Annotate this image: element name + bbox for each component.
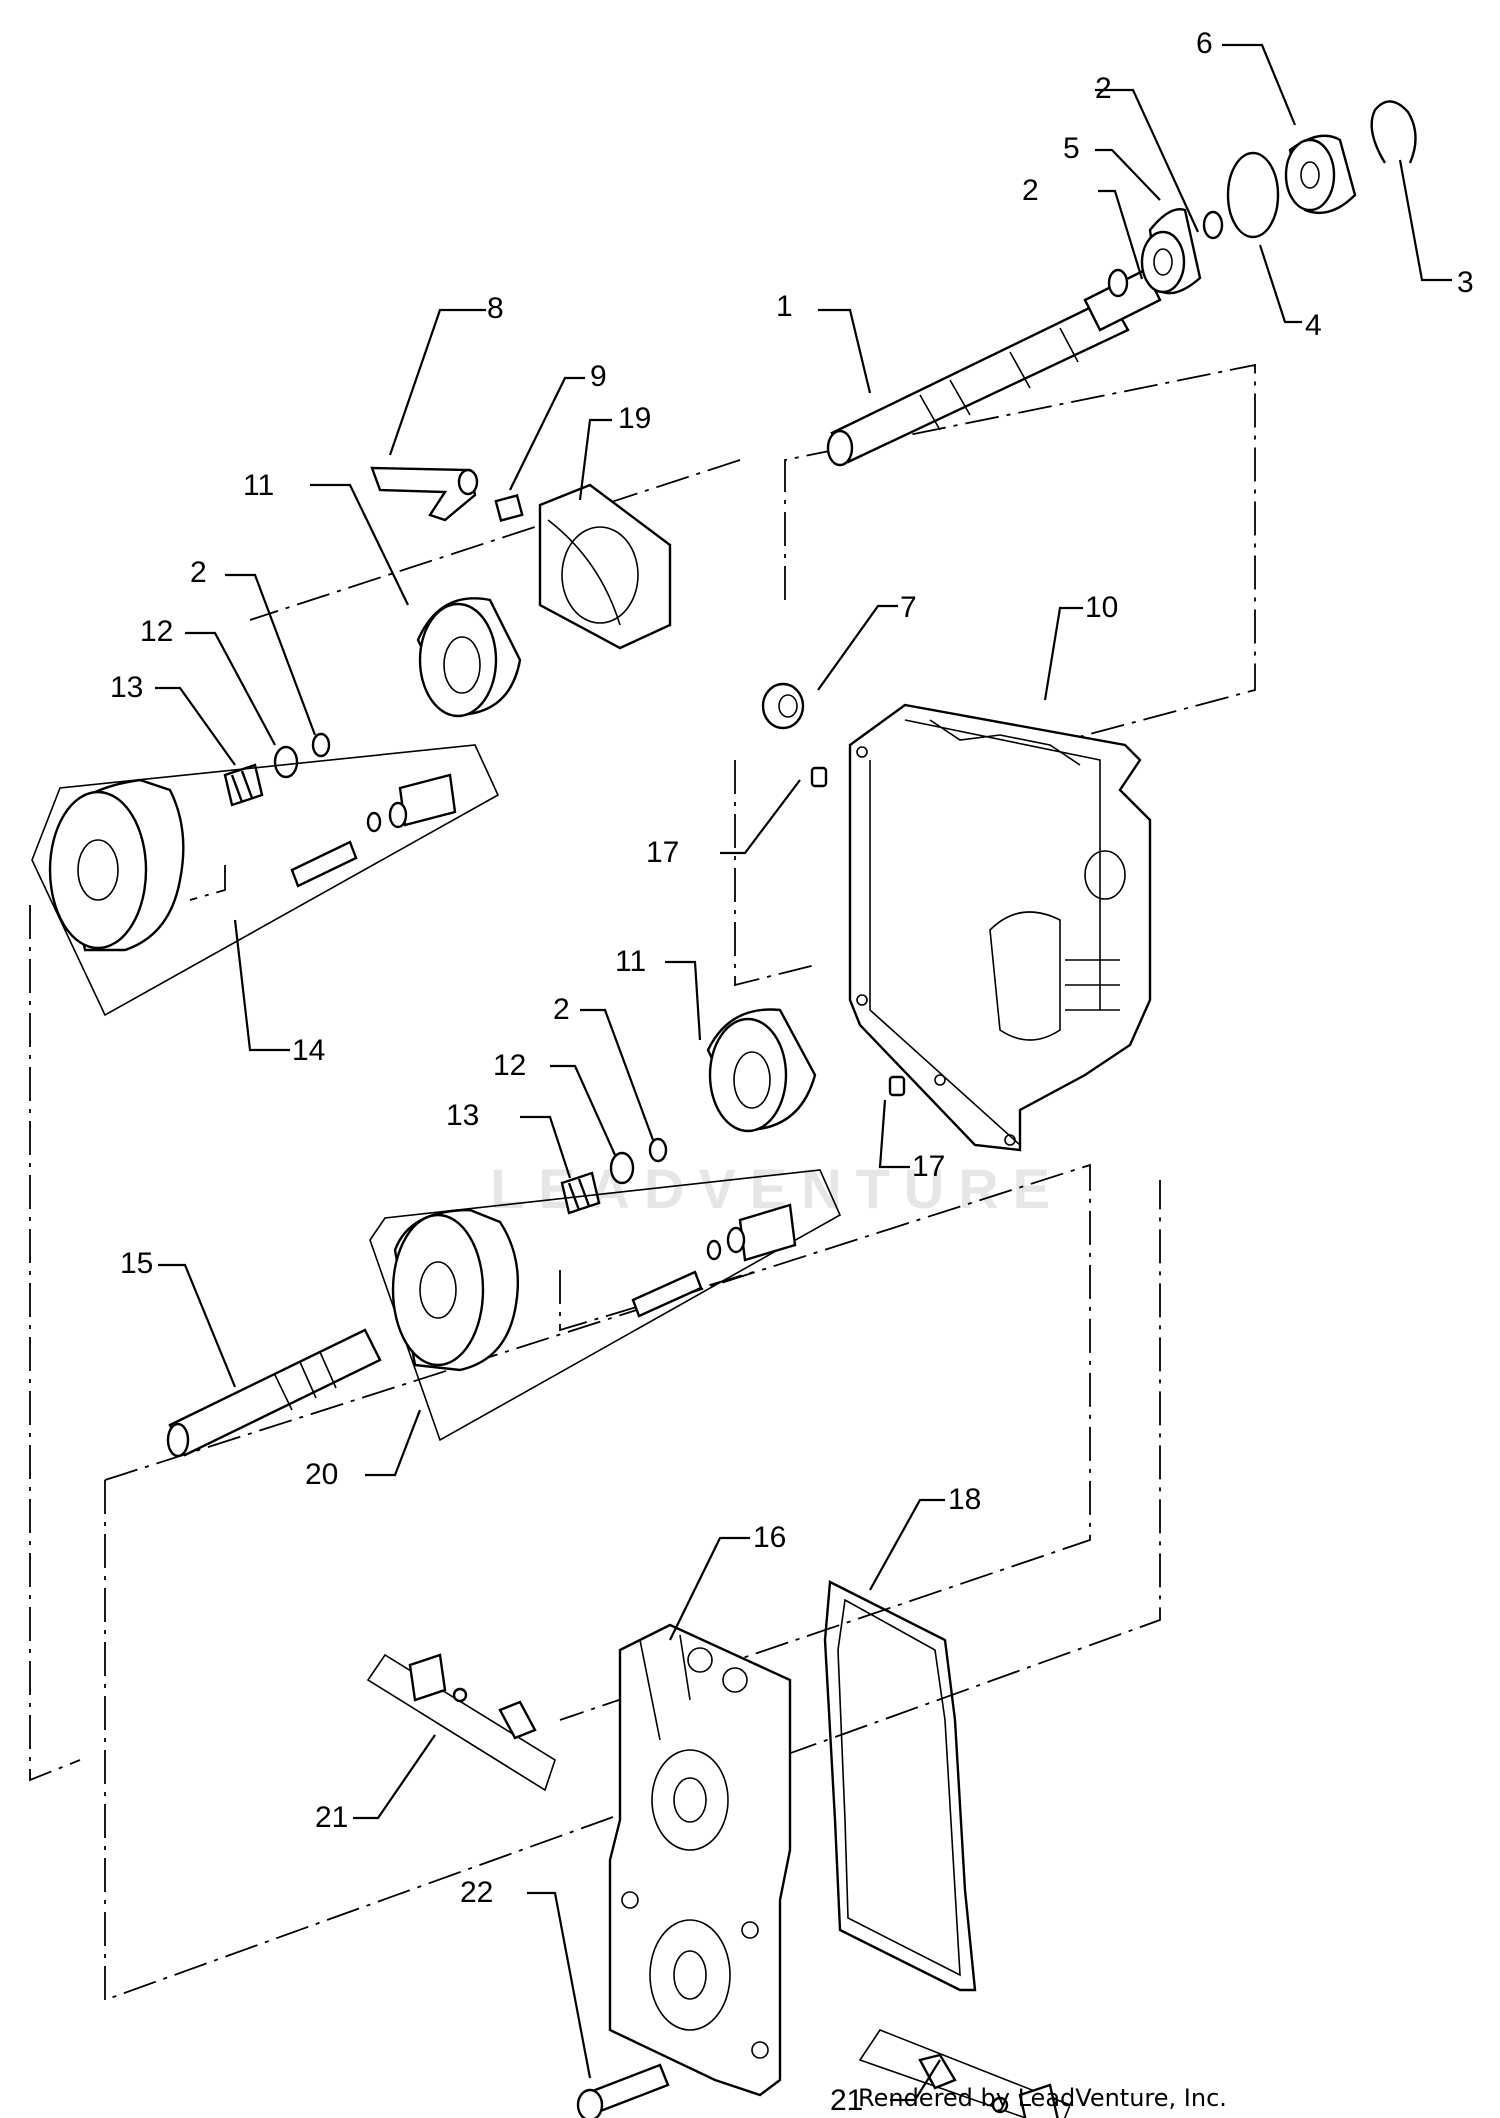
callout-4: 4 <box>1305 309 1322 342</box>
credit-text: Rendered by LeadVenture, Inc. <box>858 2084 1227 2112</box>
part-7-oil-seal <box>761 682 805 730</box>
part-5-bearing <box>1140 208 1202 295</box>
callout-14: 14 <box>292 1034 325 1067</box>
part-1-input-shaft <box>826 268 1162 467</box>
callout-labels: 1 2 2 3 4 5 6 7 8 9 19 11 10 2 12 13 17 … <box>110 27 1474 2117</box>
callout-2: 2 <box>190 556 207 589</box>
callout-8: 8 <box>487 292 504 325</box>
part-17-dowel-pin-upper <box>810 766 828 788</box>
part-3-retaining-ring <box>1370 100 1417 164</box>
callout-19: 19 <box>618 402 651 435</box>
part-19-swashplate-block <box>538 483 672 650</box>
callout-11: 11 <box>615 945 646 978</box>
callout-1: 1 <box>776 290 793 323</box>
part-12-washer-lower <box>609 1151 635 1185</box>
part-18-gasket <box>823 1580 977 1992</box>
part-12-washer-upper <box>273 745 299 779</box>
callout-3: 3 <box>1457 266 1474 299</box>
callout-12: 12 <box>493 1049 526 1082</box>
part-15-pump-shaft <box>166 1328 382 1458</box>
part-6-bearing <box>1284 134 1357 215</box>
callout-6: 6 <box>1196 27 1213 60</box>
part-20-cylinder-block-kit <box>369 1169 842 1442</box>
callout-20: 20 <box>305 1458 338 1491</box>
callout-7: 7 <box>900 591 917 624</box>
part-9-key <box>494 494 524 522</box>
callout-11: 11 <box>243 469 274 502</box>
callout-2: 2 <box>1095 72 1112 105</box>
callout-15: 15 <box>120 1247 153 1280</box>
part-2-snap-ring-top-right <box>1202 210 1224 240</box>
part-2-snap-ring-lower-left <box>648 1137 668 1163</box>
part-21-bypass-valve-kit-lower <box>858 2029 1072 2118</box>
callout-21: 21 <box>315 1801 348 1834</box>
callout-12: 12 <box>140 615 173 648</box>
part-17-dowel-pin-lower <box>888 1075 906 1097</box>
callout-16: 16 <box>753 1521 786 1554</box>
part-22-bolt <box>576 2063 670 2118</box>
callout-17: 17 <box>646 836 679 869</box>
part-11-thrust-bearing-upper <box>416 597 522 718</box>
callout-13: 13 <box>446 1099 479 1132</box>
part-16-center-section <box>608 1623 792 2097</box>
part-11-thrust-bearing-lower <box>706 1008 817 1133</box>
leader-lines <box>155 43 1452 2102</box>
callout-18: 18 <box>948 1483 981 1516</box>
callout-17: 17 <box>912 1150 945 1183</box>
callout-21: 21 <box>830 2084 863 2117</box>
part-21-bypass-valve-kit-upper <box>366 1653 556 1792</box>
callout-2: 2 <box>1022 174 1039 207</box>
callout-2: 2 <box>553 993 570 1026</box>
callout-10: 10 <box>1085 591 1118 624</box>
part-10-transmission-housing <box>848 703 1152 1152</box>
callout-22: 22 <box>460 1876 493 1909</box>
part-4-washer <box>1226 151 1280 239</box>
callout-13: 13 <box>110 671 143 704</box>
callout-9: 9 <box>590 360 607 393</box>
part-14-cylinder-block-kit <box>31 744 500 1017</box>
callout-5: 5 <box>1063 132 1080 165</box>
part-2-snap-ring-upper-left <box>311 732 331 758</box>
part-2-snap-ring-top-left <box>1107 268 1129 298</box>
part-8-control-arm <box>370 466 479 522</box>
